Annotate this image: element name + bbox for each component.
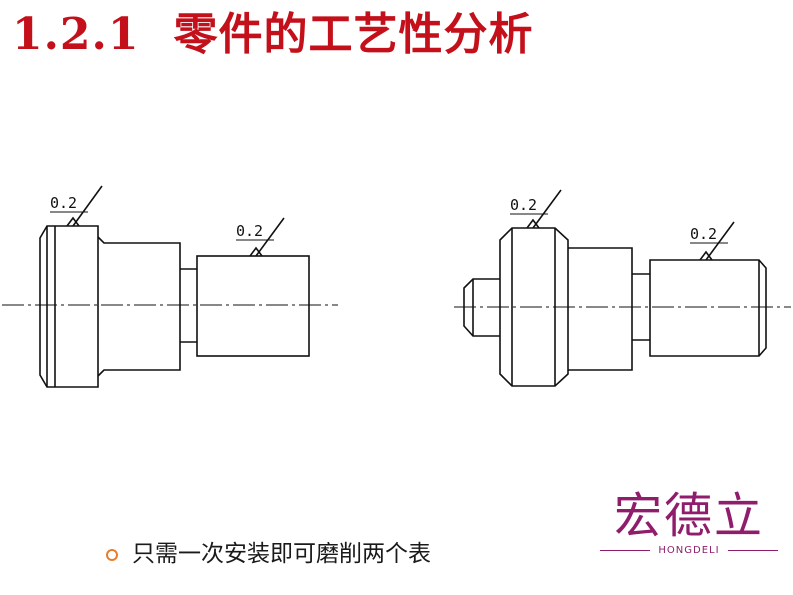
roughness-symbol-1	[50, 185, 103, 227]
logo-rule-right	[728, 550, 778, 551]
end-section	[196, 255, 310, 357]
end-section	[649, 259, 767, 357]
roughness-value: 0.2	[510, 196, 537, 214]
logo: 宏德立 HONGDELI	[594, 488, 784, 564]
roughness-value: 0.2	[236, 222, 263, 240]
bullet-text: 只需一次安装即可磨削两个表	[132, 541, 431, 567]
logo-rule-left	[600, 550, 650, 551]
title-number: 1.2.1	[12, 9, 140, 60]
undercut-groove	[632, 273, 650, 341]
shoulder-step	[568, 247, 633, 371]
left-shaft-drawing	[2, 185, 338, 388]
roughness-symbol-2	[236, 217, 285, 257]
slide-title: 1.2.1 零件的工艺性分析	[12, 4, 533, 66]
roughness-value: 0.2	[50, 194, 77, 212]
roughness-value: 0.2	[690, 225, 717, 243]
undercut-groove	[180, 268, 197, 343]
pilot-stub	[463, 278, 500, 337]
shoulder-step	[97, 236, 181, 377]
roughness-symbol-2	[690, 221, 735, 261]
flange-body	[499, 227, 569, 387]
logo-chinese: 宏德立	[613, 488, 764, 544]
logo-english: HONGDELI	[658, 545, 720, 556]
title-text: 零件的工艺性分析	[173, 9, 534, 60]
roughness-symbol-1	[510, 189, 562, 229]
right-shaft-drawing	[454, 189, 791, 387]
flange-body	[39, 225, 99, 388]
bullet-marker	[106, 549, 118, 561]
